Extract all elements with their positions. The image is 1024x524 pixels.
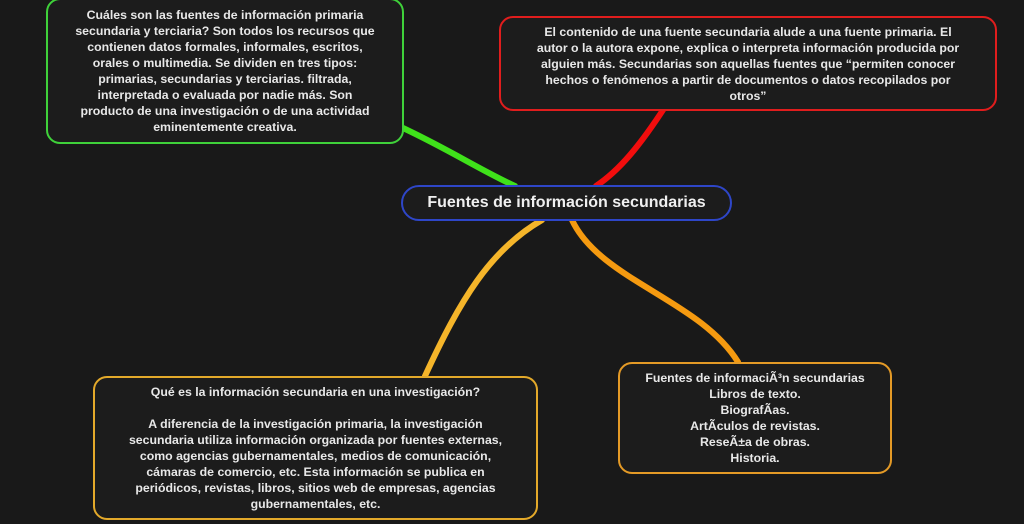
connector-orange: [569, 217, 741, 365]
node-definicion-secundaria[interactable]: El contenido de una fuente secundaria al…: [499, 16, 997, 111]
node-informacion-secundaria-investigacion[interactable]: Qué es la información secundaria en una …: [93, 376, 538, 520]
node-fuentes-tipos[interactable]: Cuáles son las fuentes de información pr…: [46, 0, 404, 144]
connector-red: [593, 107, 666, 189]
connector-yellow: [422, 217, 545, 379]
node-ejemplos-fuentes[interactable]: Fuentes de informaciÃ³n secundarias Libr…: [618, 362, 892, 474]
central-topic[interactable]: Fuentes de información secundarias: [401, 185, 732, 221]
connector-green: [400, 125, 518, 189]
